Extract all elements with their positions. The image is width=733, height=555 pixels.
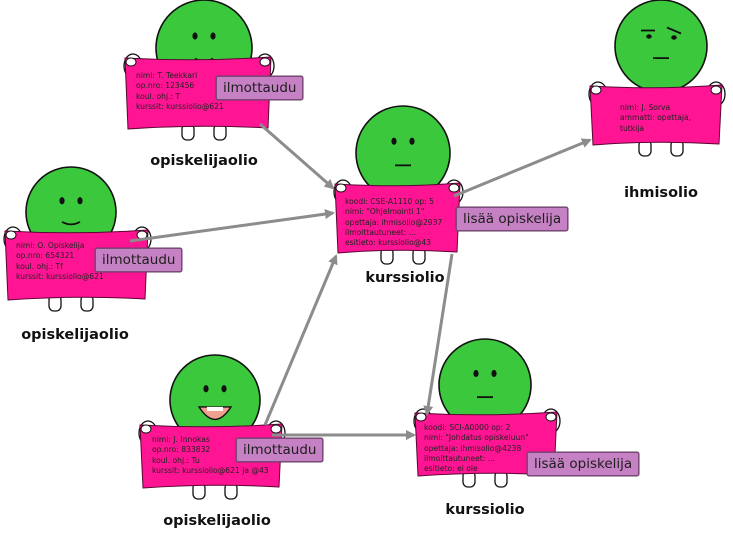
object-caption: opiskelijaolio (21, 327, 129, 343)
attribute-line: op.nro: 833832 (152, 445, 211, 455)
attribute-line: nimi: "Johdatus opiskeluun" (424, 433, 529, 443)
left-thumb (140, 424, 152, 434)
left-thumb (335, 183, 347, 193)
arrow-course1-to-course2 (423, 253, 454, 416)
arrow-layer (129, 122, 592, 440)
attribute-line: koul. ohj.: Tf (16, 261, 63, 271)
right-eye (491, 369, 497, 378)
attribute-line: koodi: CSE-A1110 op: 5 (345, 197, 435, 206)
attribute-line: kurssit: kurssiolio@621 ja @43 (152, 465, 269, 475)
left-eye (473, 369, 479, 378)
attribute-line: koodi: SCI-A0000 op: 2 (424, 423, 511, 432)
attribute-line: esitieto: kurssiolio@43 (345, 238, 431, 248)
right-thumb (448, 183, 460, 193)
attribute-line: opettaja: ihmisolio@4238 (424, 443, 522, 453)
attribute-line: opettaja: ihmisolio@2937 (345, 217, 443, 227)
attribute-line: koul. ohj.: Tu (152, 455, 200, 465)
attribute-line: tutkija (620, 123, 645, 133)
mouth (61, 221, 81, 226)
person-figure (588, 0, 726, 157)
left-eye (391, 137, 397, 145)
right-eye (671, 35, 677, 40)
attribute-line: kurssit: kurssiolio@621 (136, 101, 224, 111)
arrow-student1-to-course1 (259, 122, 335, 190)
arrow-student3-to-course1 (263, 254, 338, 426)
student1-figure (123, 0, 275, 141)
attribute-line: op.nro: 654321 (16, 251, 75, 261)
right-thumb (259, 57, 271, 67)
object-caption: kurssiolio (365, 270, 445, 286)
right-eye (77, 197, 83, 205)
object-caption: ihmisolio (624, 185, 698, 201)
left-eye (646, 34, 652, 39)
method-button[interactable]: ilmottaudu (95, 248, 183, 272)
attribute-line: ammatti: opettaja, (620, 113, 692, 123)
object-caption: opiskelijaolio (150, 153, 258, 169)
arrow-course1-to-person (453, 138, 592, 198)
right-eye (409, 137, 415, 145)
right-brow (666, 26, 682, 35)
right-eye (221, 385, 227, 393)
student2-figure (3, 166, 152, 312)
method-button[interactable]: ilmottaudu (216, 76, 304, 100)
right-eye (210, 32, 216, 40)
left-thumb (125, 57, 137, 67)
left-thumb (590, 85, 602, 95)
method-button[interactable]: ilmottaudu (236, 438, 324, 462)
object-caption: kurssiolio (445, 502, 525, 518)
arrow-student2-to-course1 (129, 209, 335, 243)
attribute-line: ilmoittautuneet: ... (424, 453, 495, 463)
right-thumb (270, 424, 282, 434)
attribute-line: op.nro: 123456 (136, 81, 195, 91)
course2-figure (413, 338, 561, 488)
left-eye (192, 32, 198, 40)
attribute-line: esitieto: ei ole (424, 464, 478, 474)
attribute-line: nimi: J. Innokas (152, 435, 210, 444)
method-button[interactable]: lisää opiskelija (527, 452, 640, 476)
attribute-line: ilmoittautuneet: ... (345, 227, 416, 237)
left-eye (59, 197, 65, 205)
sign (589, 84, 723, 146)
method-button[interactable]: lisää opiskelija (456, 207, 569, 231)
right-thumb (710, 85, 722, 95)
attribute-line: kurssit: kurssiolio@621 (16, 271, 104, 281)
attribute-line: nimi: T. Teekkari (136, 71, 198, 80)
teeth (207, 406, 223, 411)
attribute-line: nimi: "Ohjelmointi 1" (345, 207, 425, 217)
attribute-line: nimi: O. Opiskelija (16, 241, 85, 250)
attribute-line: koul. ohj.: T (136, 91, 181, 101)
left-thumb (5, 230, 17, 240)
course1-figure (333, 105, 464, 265)
left-eye (203, 385, 209, 393)
sign (4, 229, 149, 301)
attribute-line: nimi: J. Sorva (620, 103, 671, 112)
right-thumb (545, 412, 557, 422)
object-caption: opiskelijaolio (163, 513, 271, 529)
